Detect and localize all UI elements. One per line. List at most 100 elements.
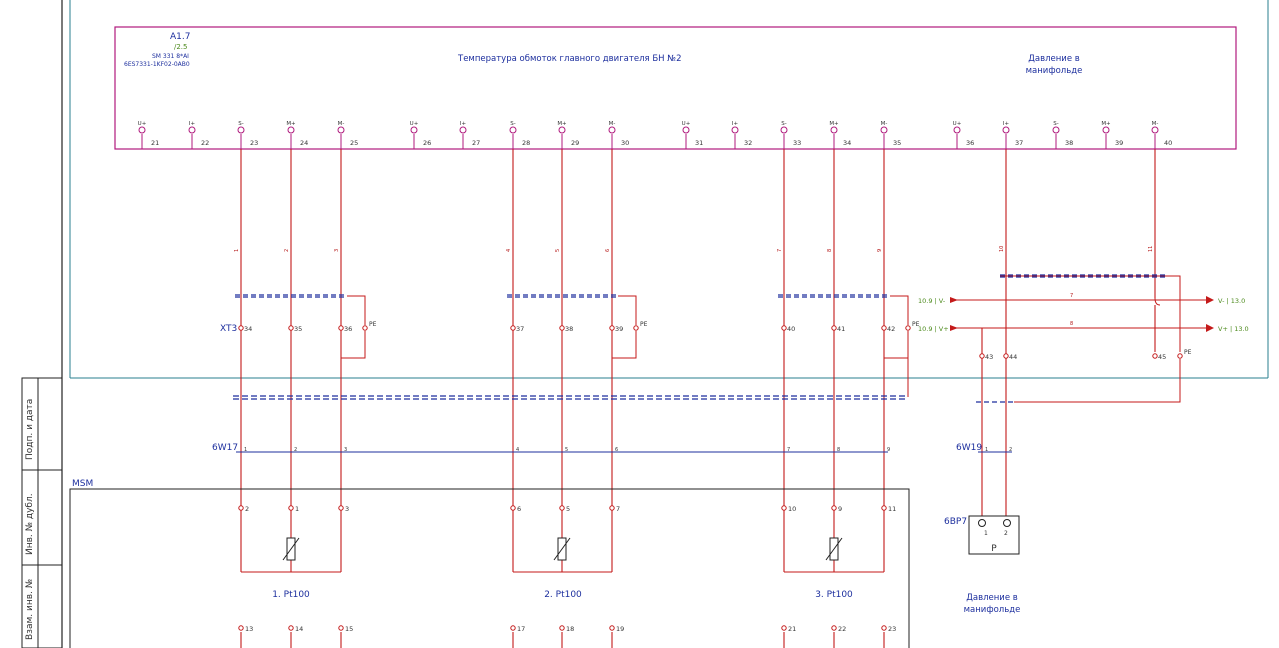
pin-number-38: 38 bbox=[1065, 139, 1073, 147]
msm-terminal-label-11: 11 bbox=[888, 505, 896, 513]
msm-bottom-terminal-22 bbox=[831, 625, 837, 631]
transmitter-pin-1-label: 1 bbox=[984, 530, 988, 537]
pin-signal-22: I+ bbox=[189, 121, 196, 127]
pin-number-28: 28 bbox=[522, 139, 530, 147]
w17-core-6: 6 bbox=[615, 447, 618, 453]
pin-number-25: 25 bbox=[350, 139, 358, 147]
xt3-terminal-44 bbox=[1003, 353, 1009, 359]
xt3-terminal-label-36: 36 bbox=[344, 325, 352, 333]
wire-pressure-m-hop bbox=[1154, 297, 1161, 306]
msm-terminal-7 bbox=[609, 505, 615, 511]
wire-number-4: 4 bbox=[506, 249, 512, 252]
msm-bottom-label-17: 17 bbox=[517, 625, 525, 633]
msm-bottom-terminal-18 bbox=[559, 625, 565, 631]
transmitter-box bbox=[968, 515, 1020, 555]
pin-number-24: 24 bbox=[300, 139, 308, 147]
pin-number-31: 31 bbox=[695, 139, 703, 147]
module-frame bbox=[114, 26, 1237, 150]
transmitter-caption-2: манифольде bbox=[964, 605, 1021, 615]
xt3-terminal-label-39: 39 bbox=[615, 325, 623, 333]
transmitter-label: 6BP7 bbox=[944, 517, 967, 527]
pin-number-21: 21 bbox=[151, 139, 159, 147]
pin-number-32: 32 bbox=[744, 139, 752, 147]
pin-signal-28: S- bbox=[510, 121, 515, 127]
pin-38 bbox=[1052, 126, 1060, 134]
msm-bottom-terminal-14 bbox=[288, 625, 294, 631]
cable-shields bbox=[233, 274, 1166, 453]
pin-31 bbox=[682, 126, 690, 134]
xt3-terminal-40 bbox=[781, 325, 787, 331]
msm-bottom-terminal-23 bbox=[881, 625, 887, 631]
msm-terminal-label-10: 10 bbox=[788, 505, 796, 513]
xt3-terminal-label-37: 37 bbox=[516, 325, 524, 333]
msm-terminal-3 bbox=[338, 505, 344, 511]
transmitter-caption-1: Давление в bbox=[966, 593, 1018, 603]
cable-w19-label: 6W19 bbox=[956, 443, 982, 453]
xt3-terminal-label-41: 41 bbox=[837, 325, 845, 333]
xt3-terminal-36 bbox=[338, 325, 344, 331]
pin-signal-34: M+ bbox=[829, 121, 839, 127]
msm-bottom-label-18: 18 bbox=[566, 625, 574, 633]
module-order: 6ES7331-1KF02-0AB0 bbox=[124, 61, 190, 68]
pe-lead-3 bbox=[890, 295, 909, 325]
arrow-v-minus-dst bbox=[1206, 296, 1214, 304]
w17-core-9: 9 bbox=[887, 447, 890, 453]
pin-40 bbox=[1151, 126, 1159, 134]
pin-number-37: 37 bbox=[1015, 139, 1023, 147]
wire-number-pressure-1: 10 bbox=[999, 246, 1005, 252]
pin-29 bbox=[558, 126, 566, 134]
pt100-resistor-arrow-2 bbox=[553, 537, 571, 561]
xt3-terminal-37 bbox=[510, 325, 516, 331]
pin-number-40: 40 bbox=[1164, 139, 1172, 147]
msm-label: MSM bbox=[72, 479, 93, 489]
pin-signal-30: M- bbox=[609, 121, 616, 127]
pe-lead-2 bbox=[618, 295, 637, 325]
pe-label-pressure: PE bbox=[1184, 349, 1192, 356]
pin-signal-36: U+ bbox=[953, 121, 962, 127]
pin-signal-25: M- bbox=[338, 121, 345, 127]
pin-39 bbox=[1102, 126, 1110, 134]
pin-35 bbox=[880, 126, 888, 134]
pin-number-23: 23 bbox=[250, 139, 258, 147]
pin-33 bbox=[780, 126, 788, 134]
pin-signal-29: M+ bbox=[557, 121, 567, 127]
pin-25 bbox=[337, 126, 345, 134]
wire-number-pressure-2: 11 bbox=[1148, 246, 1154, 252]
msm-bottom-label-14: 14 bbox=[295, 625, 303, 633]
xt3-terminal-38 bbox=[559, 325, 565, 331]
pin-26 bbox=[410, 126, 418, 134]
pe-label-3: PE bbox=[912, 321, 920, 328]
transmitter-pin-2-label: 2 bbox=[1004, 530, 1008, 537]
w17-core-7: 7 bbox=[787, 447, 790, 453]
pin-signal-33: S- bbox=[781, 121, 786, 127]
pin-signal-21: U+ bbox=[138, 121, 147, 127]
pin-22 bbox=[188, 126, 196, 134]
xt3-terminal-label-35: 35 bbox=[294, 325, 302, 333]
msm-bottom-terminal-15 bbox=[338, 625, 344, 631]
wire-number-v-minus: 7 bbox=[1070, 293, 1073, 299]
pin-signal-32: I+ bbox=[732, 121, 739, 127]
xt3-terminal-34 bbox=[238, 325, 244, 331]
pressure-title-line2: манифольде bbox=[1026, 66, 1083, 76]
w17-core-3: 3 bbox=[344, 447, 347, 453]
wire-number-8: 8 bbox=[827, 249, 833, 252]
msm-terminal-9 bbox=[831, 505, 837, 511]
pin-number-22: 22 bbox=[201, 139, 209, 147]
pin-signal-27: I+ bbox=[460, 121, 467, 127]
xt3-terminal-label-43: 43 bbox=[985, 353, 993, 361]
pin-signal-37: I+ bbox=[1003, 121, 1010, 127]
xt3-terminal-label-38: 38 bbox=[565, 325, 573, 333]
w17-core-1: 1 bbox=[244, 447, 247, 453]
pe-terminal-3 bbox=[905, 325, 911, 331]
msm-terminal-label-6: 6 bbox=[517, 505, 521, 513]
xt3-terminal-label-42: 42 bbox=[887, 325, 895, 333]
msm-bottom-label-19: 19 bbox=[616, 625, 624, 633]
pe-label-1: PE bbox=[369, 321, 377, 328]
wire-number-1: 1 bbox=[234, 249, 240, 252]
xt3-terminal-35 bbox=[288, 325, 294, 331]
w17-core-4: 4 bbox=[516, 447, 519, 453]
stamp-duplicate-inv: Инв. № дубл. bbox=[25, 493, 35, 555]
msm-terminal-1 bbox=[288, 505, 294, 511]
msm-bottom-terminal-21 bbox=[781, 625, 787, 631]
